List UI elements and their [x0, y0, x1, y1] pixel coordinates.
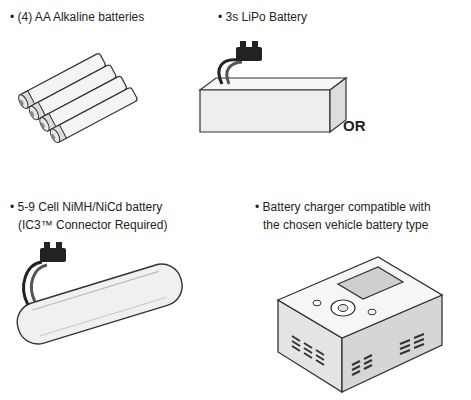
battery-end [38, 116, 51, 133]
pack-body [12, 259, 187, 349]
battery-terminal [19, 99, 25, 106]
charger-button [368, 309, 376, 315]
battery-connector [40, 248, 66, 262]
connector-prong [240, 41, 246, 48]
charger-top [278, 257, 442, 338]
pack-highlight [32, 271, 158, 310]
battery-end [48, 127, 61, 144]
nimh-battery [12, 242, 187, 349]
dial-center [338, 305, 348, 312]
item-caption: • (4) AA Alkaline batteries [10, 8, 210, 26]
battery-connector [236, 47, 262, 61]
battery-body [51, 87, 138, 142]
battery-terminal [50, 133, 56, 140]
connector-prong [44, 242, 50, 249]
lipo-battery [200, 41, 346, 132]
vent-slots [292, 336, 324, 365]
connector-prong [56, 242, 62, 249]
control-dial [331, 300, 355, 316]
connector-prong [252, 41, 258, 48]
aa-batteries [17, 47, 138, 150]
item-caption: • 5-9 Cell NiMH/NiCd battery (IC3™ Conne… [10, 198, 183, 234]
battery-terminal [40, 122, 46, 129]
lead-wire [227, 62, 242, 84]
battery-end [27, 105, 40, 122]
battery-end [17, 93, 30, 110]
charger-screen [338, 267, 403, 299]
or-label: OR [343, 117, 383, 135]
battery-terminal [29, 111, 35, 118]
vent-slots [352, 334, 424, 375]
lead-wire [31, 265, 47, 302]
aa-battery [48, 87, 138, 144]
charger-button [313, 300, 321, 306]
item-caption: • 3s LiPo Battery [218, 8, 368, 26]
pack-shade [40, 297, 166, 336]
pack-front [200, 90, 330, 132]
battery-charger [278, 257, 442, 392]
item-caption: • Battery charger compatible with the ch… [255, 198, 441, 234]
pack-body-group [12, 259, 187, 349]
